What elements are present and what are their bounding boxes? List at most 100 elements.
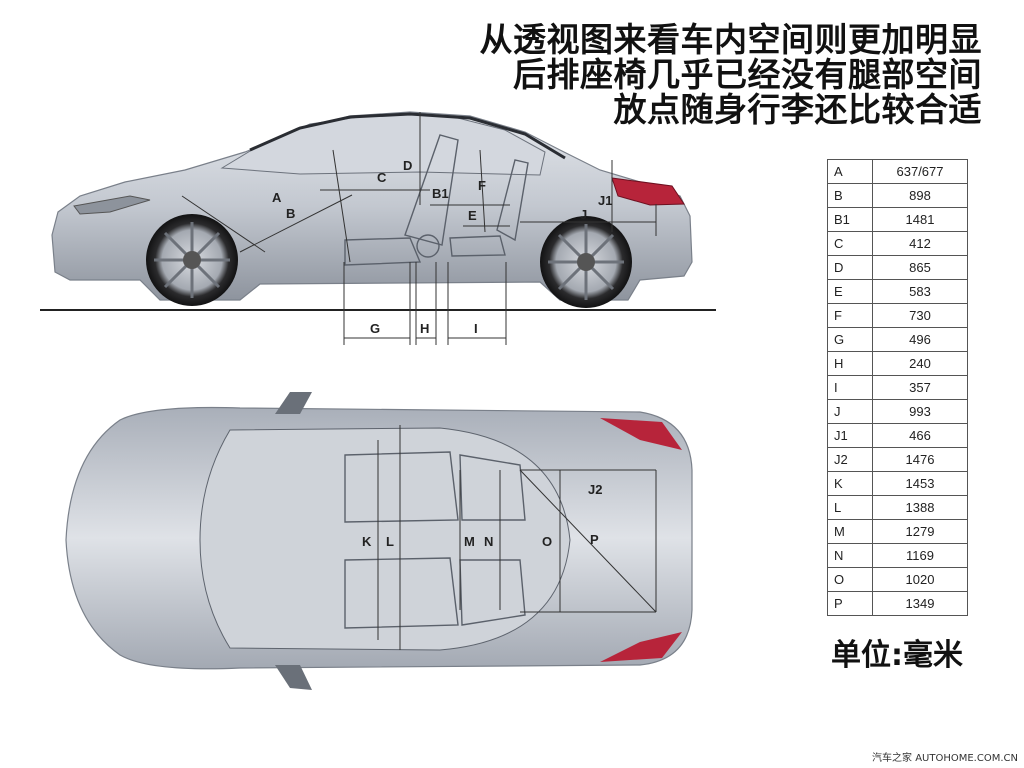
watermark: 汽车之家 AUTOHOME.COM.CN xyxy=(872,753,1018,764)
dimension-key: F xyxy=(827,303,873,328)
dimension-key: C xyxy=(827,231,873,256)
dimension-key: J2 xyxy=(827,447,873,472)
dimension-key: K xyxy=(827,471,873,496)
label-D: D xyxy=(403,158,412,173)
dimension-key: O xyxy=(827,567,873,592)
dimension-value: 583 xyxy=(872,279,968,304)
top-view: J2 K L M N O P xyxy=(65,392,693,690)
seats-side xyxy=(344,134,529,266)
dimension-value: 898 xyxy=(872,183,968,208)
label-N: N xyxy=(484,534,493,549)
headline-line-2: 后排座椅几乎已经没有腿部空间 xyxy=(513,55,982,94)
dimension-key: B1 xyxy=(827,207,873,232)
label-K: K xyxy=(362,534,372,549)
side-dimension-labels: A B C D B1 F E J J1 G H I xyxy=(272,158,612,336)
label-B1: B1 xyxy=(432,186,449,201)
label-G: G xyxy=(370,321,380,336)
top-dimension-labels: J2 K L M N O P xyxy=(362,482,602,549)
side-view: A B C D B1 F E J J1 G H I xyxy=(40,111,716,345)
label-P: P xyxy=(590,532,599,547)
label-J2: J2 xyxy=(588,482,602,497)
roof-line xyxy=(249,112,566,160)
tail-light-bottom xyxy=(600,632,682,662)
dimension-key: B xyxy=(827,183,873,208)
label-I: I xyxy=(474,321,478,336)
dimension-value: 1349 xyxy=(872,591,968,616)
dimension-key: J1 xyxy=(827,423,873,448)
dimension-key: E xyxy=(827,279,873,304)
dimension-value: 466 xyxy=(872,423,968,448)
mirror-bottom xyxy=(275,665,312,690)
tail-light xyxy=(611,177,685,206)
dimension-key: J xyxy=(827,399,873,424)
label-O: O xyxy=(542,534,552,549)
dimension-key: P xyxy=(827,591,873,616)
headline-line-3: 放点随身行李还比较合适 xyxy=(613,90,982,129)
dimension-value: 865 xyxy=(872,255,968,280)
dimension-key: H xyxy=(827,351,873,376)
top-cabin xyxy=(199,427,571,651)
label-L: L xyxy=(386,534,394,549)
dimension-value: 1169 xyxy=(872,543,968,568)
label-F: F xyxy=(478,178,486,193)
dimension-value: 637/677 xyxy=(872,159,968,184)
label-J: J xyxy=(580,207,587,222)
tail-light-top xyxy=(600,418,682,450)
dimension-value: 1476 xyxy=(872,447,968,472)
dimension-key: N xyxy=(827,543,873,568)
label-B: B xyxy=(286,206,295,221)
mirror-top xyxy=(275,392,312,414)
dimension-value: 1279 xyxy=(872,519,968,544)
headlight xyxy=(73,195,151,215)
dimension-value: 1481 xyxy=(872,207,968,232)
dimension-value: 993 xyxy=(872,399,968,424)
unit-label: 单位:毫米 xyxy=(831,638,963,673)
dimension-key: G xyxy=(827,327,873,352)
headline: 从透视图来看车内空间则更加明显 后排座椅几乎已经没有腿部空间 放点随身行李还比较… xyxy=(480,22,983,127)
label-C: C xyxy=(377,170,387,185)
dimension-value: 1020 xyxy=(872,567,968,592)
dimension-value: 1453 xyxy=(872,471,968,496)
dimension-value: 1388 xyxy=(872,495,968,520)
side-dimension-lines xyxy=(181,112,657,345)
dimension-key: I xyxy=(827,375,873,400)
dimension-value: 412 xyxy=(872,231,968,256)
label-A: A xyxy=(272,190,282,205)
label-E: E xyxy=(468,208,477,223)
rear-wheel xyxy=(540,216,632,308)
headline-line-1: 从透视图来看车内空间则更加明显 xyxy=(479,20,982,59)
dimension-key: A xyxy=(827,159,873,184)
label-J1: J1 xyxy=(598,193,612,208)
dimension-value: 730 xyxy=(872,303,968,328)
dimension-value: 240 xyxy=(872,351,968,376)
front-wheel xyxy=(146,214,238,306)
dimension-value: 496 xyxy=(872,327,968,352)
dimension-key: D xyxy=(827,255,873,280)
dimension-key: L xyxy=(827,495,873,520)
dimension-value: 357 xyxy=(872,375,968,400)
label-H: H xyxy=(420,321,429,336)
label-M: M xyxy=(464,534,475,549)
top-dimension-lines xyxy=(377,425,657,650)
